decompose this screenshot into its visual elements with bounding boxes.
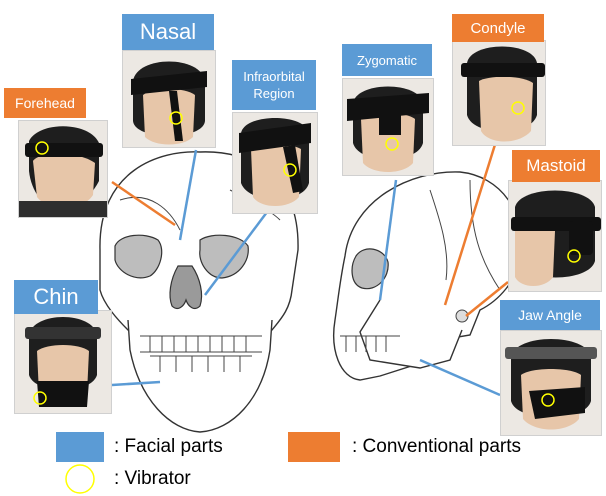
zygomatic-label: Zygomatic [342,44,432,76]
chin-vibrator-icon [34,392,46,404]
infraorbital-label: Infraorbital Region [232,60,316,110]
conventional-parts-swatch [288,432,340,462]
nasal-label: Nasal [122,14,214,50]
forehead-label: Forehead [4,88,86,118]
conventional-parts-legend-text: : Conventional parts [352,436,521,458]
jaw-angle-label: Jaw Angle [500,300,600,330]
facial-parts-legend-text: : Facial parts [114,436,223,458]
zygomatic-vibrator-icon [386,138,398,150]
condyle-label: Condyle [452,14,544,42]
condyle-vibrator-icon [512,102,524,114]
infraorbital-label-text: Infraorbital Region [239,68,309,102]
vibrator-legend-text: : Vibrator [114,468,191,490]
infraorbital-vibrator-icon [284,164,296,176]
mastoid-vibrator-icon [568,250,580,262]
nasal-vibrator-icon [170,112,182,124]
forehead-vibrator-icon [36,142,48,154]
mastoid-label: Mastoid [512,150,600,182]
vibrator-legend-icon [56,462,104,496]
jaw-angle-vibrator-icon [542,394,554,406]
chin-label: Chin [14,280,98,314]
facial-parts-swatch [56,432,104,462]
